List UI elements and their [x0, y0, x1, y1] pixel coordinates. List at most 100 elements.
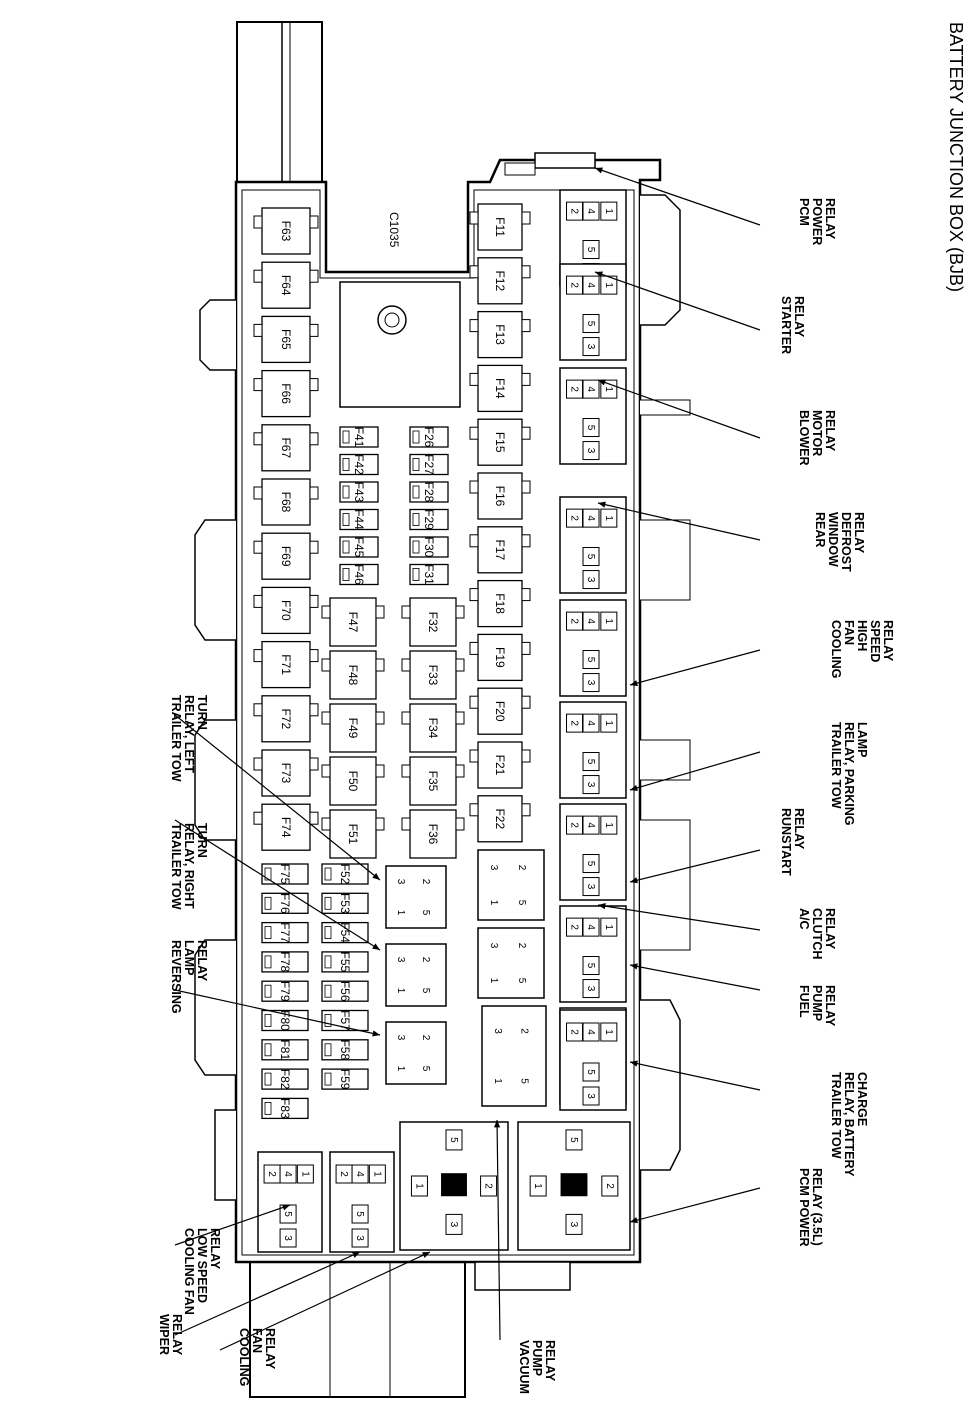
fuse-f65: F65 — [253, 315, 319, 364]
relay-pin-label: 3 — [395, 879, 406, 885]
fuse-label: F56 — [338, 981, 352, 1002]
fuse-label: F20 — [493, 701, 507, 722]
relay-pin-label: 5 — [585, 657, 596, 663]
relay-pin-label: 2 — [516, 865, 527, 871]
relay-pin-label: 3 — [585, 344, 596, 350]
fuse-f47: F47 — [321, 597, 385, 647]
relay-group: 2415324153241532415324153241532415324153… — [257, 189, 631, 1253]
fuse-f66: F66 — [253, 369, 319, 418]
leader-arrow — [629, 751, 761, 791]
fuse-label: F76 — [278, 893, 292, 914]
relay-pin-label: 4 — [585, 1029, 596, 1035]
fuse-label: F42 — [352, 454, 366, 475]
label-trailer-tow-relay-parking-lamp: TRAILER TOWRELAY, PARKINGLAMP — [829, 722, 869, 826]
fuse-f48: F48 — [321, 650, 385, 700]
fuse-f21: F21 — [469, 741, 531, 789]
fuse-label: F14 — [493, 378, 507, 399]
fuse-label: F53 — [338, 893, 352, 914]
fuse-label: F17 — [493, 539, 507, 560]
label-vacuum-pump-relay: VACUUMPUMPRELAY — [517, 1340, 557, 1394]
arrowhead — [630, 680, 638, 687]
svg-text:FUELPUMPRELAY: FUELPUMPRELAY — [797, 985, 837, 1027]
relay-pin-label: 1 — [532, 1183, 543, 1189]
svg-text:COOLINGFANRELAY: COOLINGFANRELAY — [237, 1328, 277, 1386]
leader-arrow — [597, 502, 761, 541]
fuse-f81: F81 — [261, 1039, 309, 1060]
fuse-label: F11 — [493, 217, 507, 237]
fuse-f43: F43 — [339, 481, 379, 503]
relay-pin-label: 3 — [585, 986, 596, 992]
relay-pin-label: 5 — [448, 1137, 459, 1143]
fuse-f27: F27 — [409, 453, 449, 475]
label-cooling-fan-low-speed-relay: COOLING FANLOW SPEEDRELAY — [182, 1228, 222, 1315]
fuse-f82: F82 — [261, 1068, 309, 1090]
svg-text:COOLING FANLOW SPEEDRELAY: COOLING FANLOW SPEEDRELAY — [182, 1228, 222, 1315]
relay-pin-label: 2 — [569, 282, 580, 288]
arrowhead — [595, 271, 603, 278]
fuse-label: F18 — [493, 593, 507, 614]
relay-pin-label: 1 — [603, 822, 614, 828]
relay-labels: PCMPOWERRELAY STARTERRELAY BLOWERMOTORRELA… — [157, 198, 895, 1394]
arrowhead — [598, 501, 606, 508]
relay-pin-label: 5 — [585, 321, 596, 327]
leader-arrow — [174, 819, 381, 951]
fuse-f71: F71 — [253, 640, 319, 689]
fuse-f70: F70 — [253, 586, 319, 635]
fuse-f13: F13 — [469, 310, 531, 359]
arrowhead — [372, 1030, 380, 1037]
relay-pin-label: 2 — [516, 943, 527, 949]
fuse-f11: F11 — [469, 203, 531, 251]
label-trailer-tow-relay-battery-charge: TRAILER TOWRELAY, BATTERYCHARGE — [829, 1072, 869, 1177]
arrowhead — [630, 963, 638, 970]
fuse-f20: F20 — [469, 687, 531, 735]
diagram-title: BATTERY JUNCTION BOX (BJB) — [946, 22, 966, 292]
label-cooling-fan-relay: COOLINGFANRELAY — [237, 1328, 277, 1386]
leader-arrow — [174, 714, 381, 881]
relay-pin-label: 1 — [488, 978, 499, 984]
relay-pin-label: 3 — [488, 865, 499, 871]
leader-arrow — [629, 1187, 761, 1223]
relay-pin-label: 4 — [585, 386, 596, 392]
leader-lines — [174, 167, 761, 1351]
fuse-f69: F69 — [253, 532, 319, 580]
relay-pin-label: 5 — [420, 910, 431, 916]
leader-arrow — [174, 989, 381, 1036]
fuse-label: F78 — [278, 952, 292, 973]
svg-text:RUNSTARTRELAY: RUNSTARTRELAY — [779, 808, 806, 876]
fuse-label: F45 — [352, 537, 366, 558]
fuse-label: F41 — [352, 427, 366, 448]
fuse-f78: F78 — [261, 951, 309, 973]
fuse-label: F77 — [278, 922, 292, 943]
fuse-f14: F14 — [469, 364, 531, 413]
fuse-label: F71 — [279, 654, 293, 675]
relay-pin-label: 1 — [603, 1029, 614, 1035]
leader-arrow — [629, 964, 761, 991]
fuse-label: F64 — [279, 275, 293, 296]
fuse-f35: F35 — [401, 756, 465, 806]
relay-pin-label: 2 — [569, 515, 580, 521]
label-blower-motor-relay: BLOWERMOTORRELAY — [797, 410, 837, 466]
svg-text:COOLINGFANHIGHSPEEDRELAY: COOLINGFANHIGHSPEEDRELAY — [829, 620, 895, 678]
fuse-label: F34 — [426, 718, 440, 739]
svg-text:TRAILER TOWRELAY, BATTERYCHARG: TRAILER TOWRELAY, BATTERYCHARGE — [829, 1072, 869, 1177]
fuse-label: F22 — [493, 808, 507, 829]
fuse-label: F58 — [338, 1039, 352, 1060]
svg-text:STARTERRELAY: STARTERRELAY — [779, 296, 806, 354]
relay-pin-label: 2 — [604, 1183, 615, 1189]
arrowhead — [630, 877, 638, 884]
relay-pin-label: 5 — [585, 861, 596, 867]
arrowhead — [630, 784, 638, 791]
relay-pin-label: 5 — [585, 247, 596, 253]
label-pcm-power-relay: PCMPOWERRELAY — [797, 198, 837, 245]
label-pcm-power-relay-35l: PCM POWERRELAY (3.5L) — [797, 1168, 824, 1246]
fuse-f36: F36 — [401, 809, 465, 859]
